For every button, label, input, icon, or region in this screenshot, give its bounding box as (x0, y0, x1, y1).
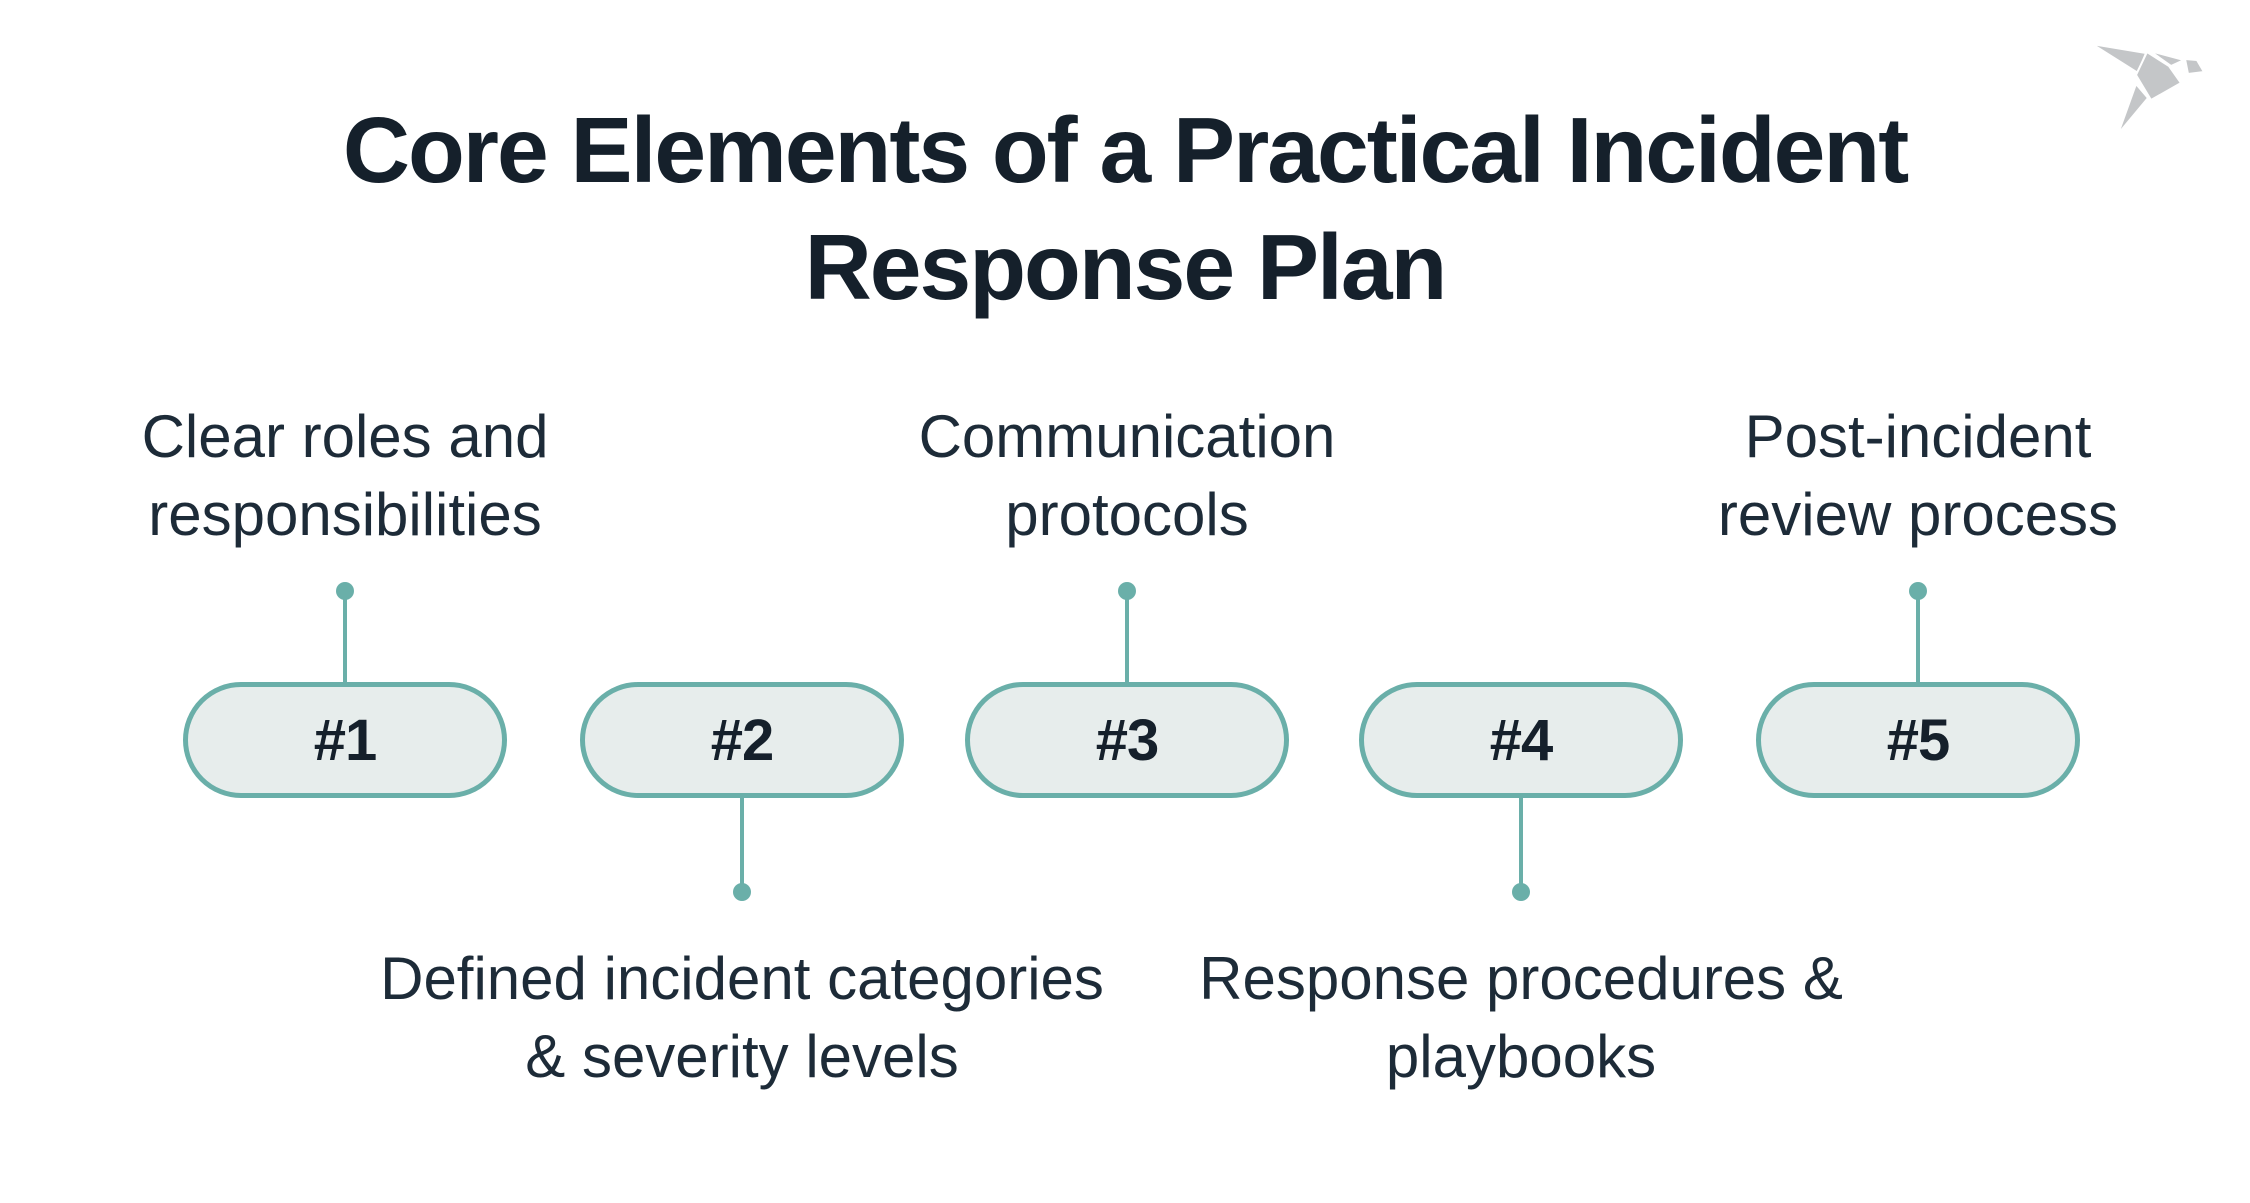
page-title-line-2: Response Plan (804, 215, 1448, 319)
connector-line-3 (1125, 591, 1129, 682)
pill-4: #4 (1359, 682, 1683, 798)
pill-3: #3 (965, 682, 1289, 798)
item-label-1-line-1: Clear roles and (141, 403, 549, 470)
pill-2-number: #2 (710, 707, 775, 773)
connector-dot-2 (733, 883, 751, 901)
item-label-1: Clear roles and responsibilities (65, 398, 625, 554)
item-label-5-line-2: review process (1717, 481, 2119, 548)
item-label-5-line-1: Post-incident (1744, 403, 2092, 470)
item-label-1-line-2: responsibilities (148, 481, 542, 548)
pill-3-number: #3 (1095, 707, 1160, 773)
connector-line-5 (1916, 591, 1920, 682)
connector-line-4 (1519, 796, 1523, 884)
item-label-4-line-1: Response procedures & (1199, 945, 1843, 1012)
origami-bird-icon (2091, 43, 2206, 135)
connector-line-2 (740, 796, 744, 884)
item-label-4: Response procedures & playbooks (1141, 940, 1901, 1096)
origami-bird-logo (2040, 0, 2250, 160)
item-label-3: Communication protocols (847, 398, 1407, 554)
pill-4-number: #4 (1489, 707, 1554, 773)
page-title-line-1: Core Elements of a Practical Incident (342, 98, 1909, 202)
item-label-3-line-2: protocols (1005, 481, 1249, 548)
item-label-2: Defined incident categories & severity l… (362, 940, 1122, 1096)
item-label-4-line-2: playbooks (1385, 1023, 1657, 1090)
pill-1: #1 (183, 682, 507, 798)
item-label-2-line-1: Defined incident categories (380, 945, 1104, 1012)
pill-5-number: #5 (1886, 707, 1951, 773)
connector-dot-4 (1512, 883, 1530, 901)
item-label-5: Post-incident review process (1638, 398, 2198, 554)
pill-2: #2 (580, 682, 904, 798)
page-title: Core Elements of a Practical Incident Re… (0, 92, 2250, 326)
item-label-2-line-2: & severity levels (525, 1023, 959, 1090)
pill-1-number: #1 (313, 707, 378, 773)
item-label-3-line-1: Communication (918, 403, 1336, 470)
connector-line-1 (343, 591, 347, 682)
pill-5: #5 (1756, 682, 2080, 798)
